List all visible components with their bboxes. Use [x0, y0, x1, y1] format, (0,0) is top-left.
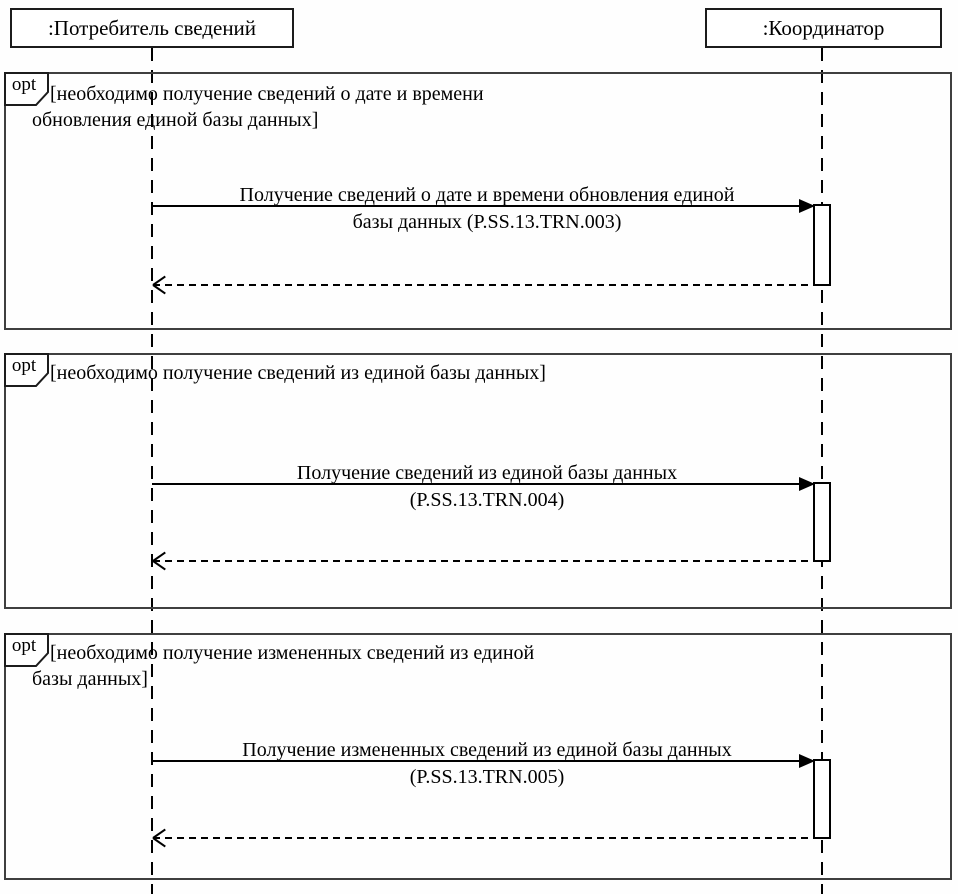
- message1-label-line1: Получение сведений о дате и времени обно…: [239, 184, 735, 206]
- activation-bar-3: [813, 759, 831, 839]
- message1-arrow: [152, 205, 799, 207]
- actor-label-coordinator: :Координатор: [762, 15, 885, 40]
- message2-arrow: [152, 483, 799, 485]
- opt-fragment-3: opt [необходимо получение измененных све…: [4, 633, 952, 880]
- filled-arrowhead-icon: [799, 199, 815, 213]
- message3-label-line2: (P.SS.13.TRN.005): [409, 766, 565, 788]
- opt-operator-label: opt: [11, 74, 37, 95]
- opt-operator-label: opt: [11, 635, 37, 656]
- guard-text-line2: обновления единой базы данных]: [32, 109, 319, 131]
- lifeline-consumer: [151, 48, 153, 894]
- pentagon-shape-icon: [4, 72, 49, 106]
- activation-bar-1: [813, 204, 831, 286]
- pentagon-shape-icon: [4, 633, 49, 667]
- message2-label-line1: Получение сведений из единой базы данных: [296, 462, 678, 484]
- actor-label-consumer: :Потребитель сведений: [47, 15, 257, 40]
- message1-label-line2: базы данных (P.SS.13.TRN.003): [352, 211, 622, 233]
- activation-bar-2: [813, 482, 831, 562]
- opt-operator-pentagon: opt: [4, 353, 50, 387]
- actor-box-consumer: :Потребитель сведений: [10, 8, 294, 48]
- opt-operator-pentagon: opt: [4, 633, 50, 667]
- message3-label-line1: Получение измененных сведений из единой …: [242, 739, 732, 761]
- guard-text-line1: [необходимо получение сведений о дате и …: [50, 83, 484, 105]
- guard-text-line1: [необходимо получение измененных сведени…: [50, 642, 535, 664]
- message3-arrow: [152, 760, 799, 762]
- guard-text-line1: [необходимо получение сведений из единой…: [50, 362, 546, 384]
- return-arrow-2: [153, 560, 831, 562]
- opt-fragment-1: opt [необходимо получение сведений о дат…: [4, 72, 952, 330]
- guard-text-line2: базы данных]: [32, 668, 148, 690]
- actor-box-coordinator: :Координатор: [705, 8, 942, 48]
- return-arrow-3: [153, 837, 831, 839]
- lifeline-coordinator: [821, 48, 823, 894]
- opt-operator-pentagon: opt: [4, 72, 50, 106]
- filled-arrowhead-icon: [799, 754, 815, 768]
- opt-fragment-2: opt [необходимо получение сведений из ед…: [4, 353, 952, 609]
- opt-operator-label: opt: [11, 355, 37, 376]
- message2-label-line2: (P.SS.13.TRN.004): [409, 489, 565, 511]
- return-arrow-1: [153, 284, 831, 286]
- pentagon-shape-icon: [4, 353, 49, 387]
- filled-arrowhead-icon: [799, 477, 815, 491]
